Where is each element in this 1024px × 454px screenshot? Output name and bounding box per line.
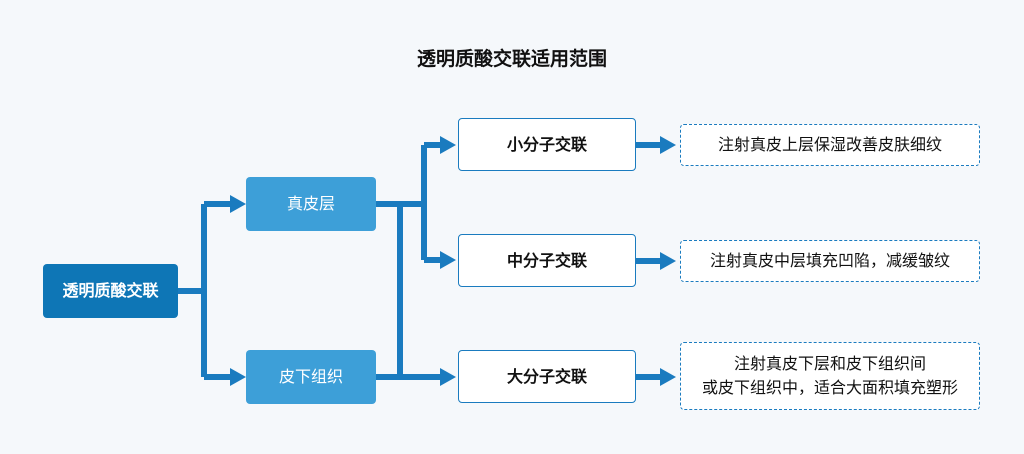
arrowhead-use-medium: [660, 252, 676, 270]
use-text-line: 注射真皮中层填充凹陷，减缓皱纹: [709, 251, 950, 270]
crosslink-node-small: 小分子交联: [458, 118, 636, 171]
arrowhead-use-small: [660, 136, 676, 154]
arrowhead-dermis: [230, 195, 246, 213]
layer-node-subcutaneous: 皮下组织: [246, 350, 376, 404]
use-text-line-2: 或皮下组织中，适合大面积填充塑形: [701, 378, 958, 397]
use-text-line: 注射真皮上层保湿改善皮肤细纹: [717, 135, 942, 154]
crosslink-node-large: 大分子交联: [458, 350, 636, 403]
use-text-line-1: 注射真皮下层和皮下组织间: [733, 354, 926, 373]
use-node-large: 注射真皮下层和皮下组织间 或皮下组织中，适合大面积填充塑形: [680, 342, 980, 410]
arrowhead-subq: [230, 368, 246, 386]
root-node: 透明质酸交联: [43, 264, 178, 318]
arrowhead-small: [440, 136, 456, 154]
arrowhead-large: [440, 368, 456, 386]
use-node-small: 注射真皮上层保湿改善皮肤细纹: [680, 124, 980, 166]
crosslink-node-medium: 中分子交联: [458, 234, 636, 287]
diagram-title: 透明质酸交联适用范围: [416, 48, 607, 70]
connector-root-to-layers: [178, 201, 230, 380]
arrowhead-medium: [440, 251, 456, 269]
use-node-medium: 注射真皮中层填充凹陷，减缓皱纹: [680, 240, 980, 282]
layer-node-dermis: 真皮层: [246, 177, 376, 231]
arrowhead-use-large: [660, 368, 676, 386]
connector-to-large: [376, 201, 440, 380]
